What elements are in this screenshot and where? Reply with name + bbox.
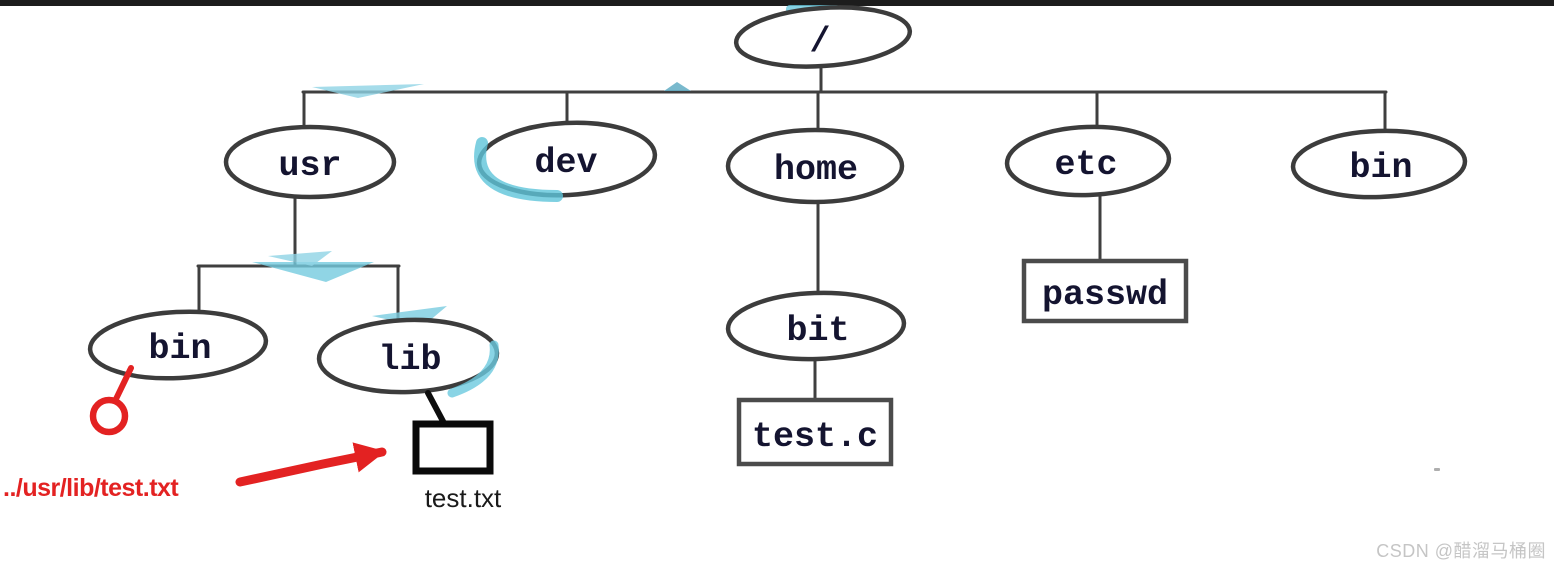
usr-bin-label: bin [148,329,211,369]
top-black-bar [0,0,1554,6]
node-home: home [725,127,905,205]
passwd-box [1021,258,1189,324]
root-label: / [809,22,830,62]
usr-ellipse [223,124,397,200]
usr-label: usr [278,146,341,186]
bin-label: bin [1349,148,1412,188]
lib-testtxt-link [425,390,448,428]
red-circle-marker [89,396,129,436]
test-txt-file: test.txt [412,390,502,513]
highlight-usr-junction-upper [268,251,332,266]
node-usr-lib: lib [316,317,500,398]
scan-speckle [1434,468,1440,471]
test-txt-box [412,420,494,475]
highlight-mainline-triangle [664,82,691,91]
node-usr-bin: bin [87,309,269,381]
test-c-label: test.c [752,417,878,457]
csdn-watermark: CSDN @醋溜马桶圈 [1376,541,1546,561]
node-root: / [733,5,913,69]
highlight-mainline-left [312,84,424,98]
red-annotations: ../usr/lib/test.txt [3,365,387,502]
node-dev: dev [474,120,658,202]
passwd-label: passwd [1042,275,1168,315]
red-arrow [235,442,387,487]
etc-label: etc [1054,145,1117,185]
test-txt-label: test.txt [425,483,502,513]
home-ellipse [725,127,905,205]
highlight-lib-arc [447,340,499,398]
root-ellipse [733,5,913,69]
bin-ellipse [1290,128,1468,200]
bit-ellipse [725,290,907,362]
node-test-c: test.c [736,397,894,467]
node-bit: bit [725,290,907,362]
test-c-box [736,397,894,467]
usr-lib-label: lib [378,340,441,380]
bit-label: bit [786,311,849,351]
highlight-usr-junction [252,262,374,282]
usr-bin-ellipse [87,309,269,381]
node-bin: bin [1290,128,1468,200]
dev-label: dev [534,143,597,183]
highlight-dev-crescent [474,137,563,202]
node-etc: etc [1004,124,1172,198]
node-usr: usr [223,124,397,200]
node-passwd: passwd [1021,258,1189,324]
red-path-annotation: ../usr/lib/test.txt [3,474,179,502]
etc-ellipse [1004,124,1172,198]
home-label: home [774,150,858,190]
red-circle-stem [113,365,134,402]
